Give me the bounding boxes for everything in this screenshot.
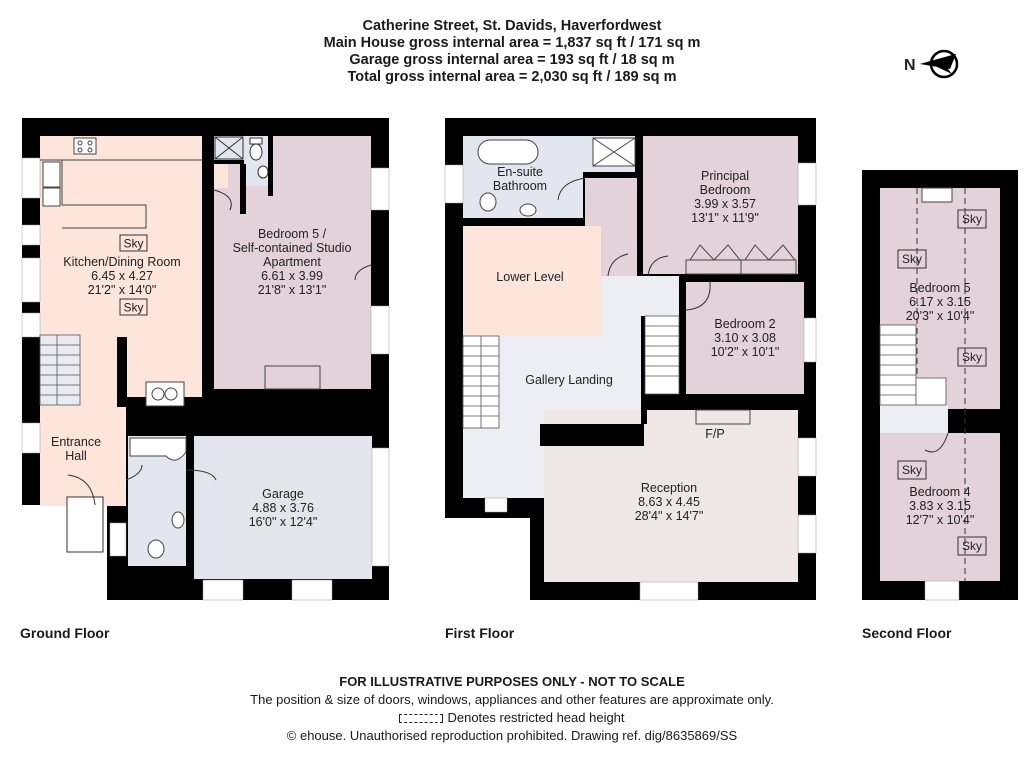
hob-icon: [73, 137, 97, 155]
svg-text:En-suite: En-suite: [497, 165, 543, 179]
copyright: © ehouse. Unauthorised reproduction proh…: [286, 728, 738, 743]
windows-ground: [21, 157, 390, 601]
basin-icon: [519, 203, 537, 217]
legend-text: Denotes restricted head height: [447, 710, 625, 725]
toilet-icon: [249, 137, 269, 179]
svg-text:Reception: Reception: [641, 481, 697, 495]
bedroom5-unit: [264, 365, 321, 390]
property-address: Catherine Street, St. Davids, Haverfordw…: [362, 18, 662, 34]
svg-text:Apartment: Apartment: [263, 255, 321, 269]
skylight-markers-second: [897, 209, 987, 556]
svg-text:Bedroom 2: Bedroom 2: [714, 317, 775, 331]
shower-icon: [214, 136, 244, 160]
stairs-first: [462, 315, 680, 429]
svg-text:Gallery Landing: Gallery Landing: [525, 373, 613, 387]
second-floor-unit: [921, 187, 953, 203]
svg-text:6.45 x 4.27: 6.45 x 4.27: [91, 269, 153, 283]
svg-text:Sky: Sky: [962, 350, 982, 364]
window-second: [924, 580, 960, 601]
main-house-area: Main House gross internal area = 1,837 s…: [323, 35, 701, 51]
toilet-icon: [479, 192, 497, 212]
svg-text:4.88 x 3.76: 4.88 x 3.76: [252, 501, 314, 515]
svg-text:Sky: Sky: [123, 301, 143, 315]
stairs-ground: [39, 334, 81, 406]
svg-text:13'1" x 11'9": 13'1" x 11'9": [691, 211, 759, 225]
restricted-head-height-lines: [916, 188, 966, 581]
fireplace-label: F/P: [705, 427, 724, 441]
ground-floor-label: Ground Floor: [20, 625, 110, 641]
garage-area: Garage gross internal area = 193 sq ft /…: [349, 52, 675, 68]
ground-floor-labels: Kitchen/Dining Room 6.45 x 4.27 21'2" x …: [51, 227, 351, 529]
svg-text:6.17 x 3.15: 6.17 x 3.15: [909, 295, 971, 309]
room-entrance-hall: [40, 406, 126, 506]
plan-header: Catherine Street, St. Davids, Haverfordw…: [0, 18, 1024, 86]
room-principal-bedroom: [643, 136, 798, 274]
wardrobes: [685, 244, 797, 275]
svg-text:3.83 x 3.15: 3.83 x 3.15: [909, 499, 971, 513]
svg-text:28'4" x 14'7": 28'4" x 14'7": [635, 509, 704, 523]
svg-text:16'0" x 12'4": 16'0" x 12'4": [249, 515, 318, 529]
ground-floor-plan: Sky Sky Kitchen/Dining Room 6.45 x 4.27 …: [21, 118, 390, 601]
svg-text:Lower Level: Lower Level: [496, 270, 563, 284]
bath-icon: [129, 437, 187, 461]
first-floor-labels: En-suite Bathroom Principal Bedroom 3.99…: [493, 165, 779, 523]
svg-text:Bathroom: Bathroom: [493, 179, 547, 193]
svg-text:Sky: Sky: [123, 237, 143, 251]
svg-text:21'8" x 13'1": 21'8" x 13'1": [258, 283, 327, 297]
fireplace: [695, 409, 751, 425]
kitchen-units: [40, 137, 202, 407]
svg-text:Bedroom: Bedroom: [700, 183, 751, 197]
second-floor-label: Second Floor: [862, 625, 952, 641]
compass-label: N: [904, 57, 916, 74]
room-bedroom-4: [880, 433, 1000, 581]
svg-text:3.10 x 3.08: 3.10 x 3.08: [714, 331, 776, 345]
svg-text:6.61 x 3.99: 6.61 x 3.99: [261, 269, 323, 283]
first-floor-plan: F/P En-suite Bathroom Principal Bedroom …: [444, 118, 817, 601]
svg-text:Entrance: Entrance: [51, 435, 101, 449]
north-compass-icon: N: [904, 49, 959, 79]
svg-text:Principal: Principal: [701, 169, 749, 183]
svg-text:10'2" x 10'1": 10'2" x 10'1": [711, 345, 780, 359]
room-garage: [194, 436, 372, 579]
sink-icon: [42, 161, 61, 188]
svg-text:12'7" x 10'4": 12'7" x 10'4": [906, 513, 975, 527]
basin-icon: [171, 511, 185, 529]
skylight-markers-ground: Sky Sky: [119, 234, 148, 316]
disclaimer: FOR ILLUSTRATIVE PURPOSES ONLY - NOT TO …: [339, 674, 685, 689]
svg-text:Kitchen/Dining Room: Kitchen/Dining Room: [63, 255, 180, 269]
svg-text:Sky: Sky: [962, 212, 982, 226]
stairs-second: [879, 324, 947, 406]
plan-footer: FOR ILLUSTRATIVE PURPOSES ONLY - NOT TO …: [0, 673, 1024, 745]
shower-icon: [592, 137, 636, 167]
svg-text:Sky: Sky: [902, 463, 922, 477]
total-area: Total gross internal area = 2,030 sq ft …: [347, 69, 677, 85]
svg-text:Bedroom 5 /: Bedroom 5 /: [258, 227, 327, 241]
svg-text:Bedroom 5: Bedroom 5: [909, 281, 970, 295]
svg-text:Self-contained Studio: Self-contained Studio: [233, 241, 352, 255]
bathtub-icon: [477, 139, 539, 165]
second-floor-labels: Bedroom 5 6.17 x 3.15 20'3" x 10'4" Bedr…: [906, 281, 975, 527]
svg-text:Sky: Sky: [962, 539, 982, 553]
svg-text:8.63 x 4.45: 8.63 x 4.45: [638, 495, 700, 509]
svg-text:3.99 x 3.57: 3.99 x 3.57: [694, 197, 756, 211]
first-floor-label: First Floor: [445, 625, 515, 641]
svg-text:21'2" x 14'0": 21'2" x 14'0": [88, 283, 157, 297]
svg-text:Sky: Sky: [902, 252, 922, 266]
restricted-head-height-key-icon: [399, 714, 444, 724]
toilet-icon: [147, 539, 165, 559]
svg-text:Hall: Hall: [65, 449, 87, 463]
legend-row: Denotes restricted head height: [0, 709, 1024, 727]
windows-first: [444, 162, 817, 601]
second-floor-plan: Sky Sky Sky Sky Sky Bedroom 5 6.17 x 3.1…: [862, 170, 1018, 601]
approximate-note: The position & size of doors, windows, a…: [250, 692, 774, 707]
svg-text:20'3" x 10'4": 20'3" x 10'4": [906, 309, 975, 323]
svg-text:Bedroom 4: Bedroom 4: [909, 485, 970, 499]
svg-text:Garage: Garage: [262, 487, 304, 501]
